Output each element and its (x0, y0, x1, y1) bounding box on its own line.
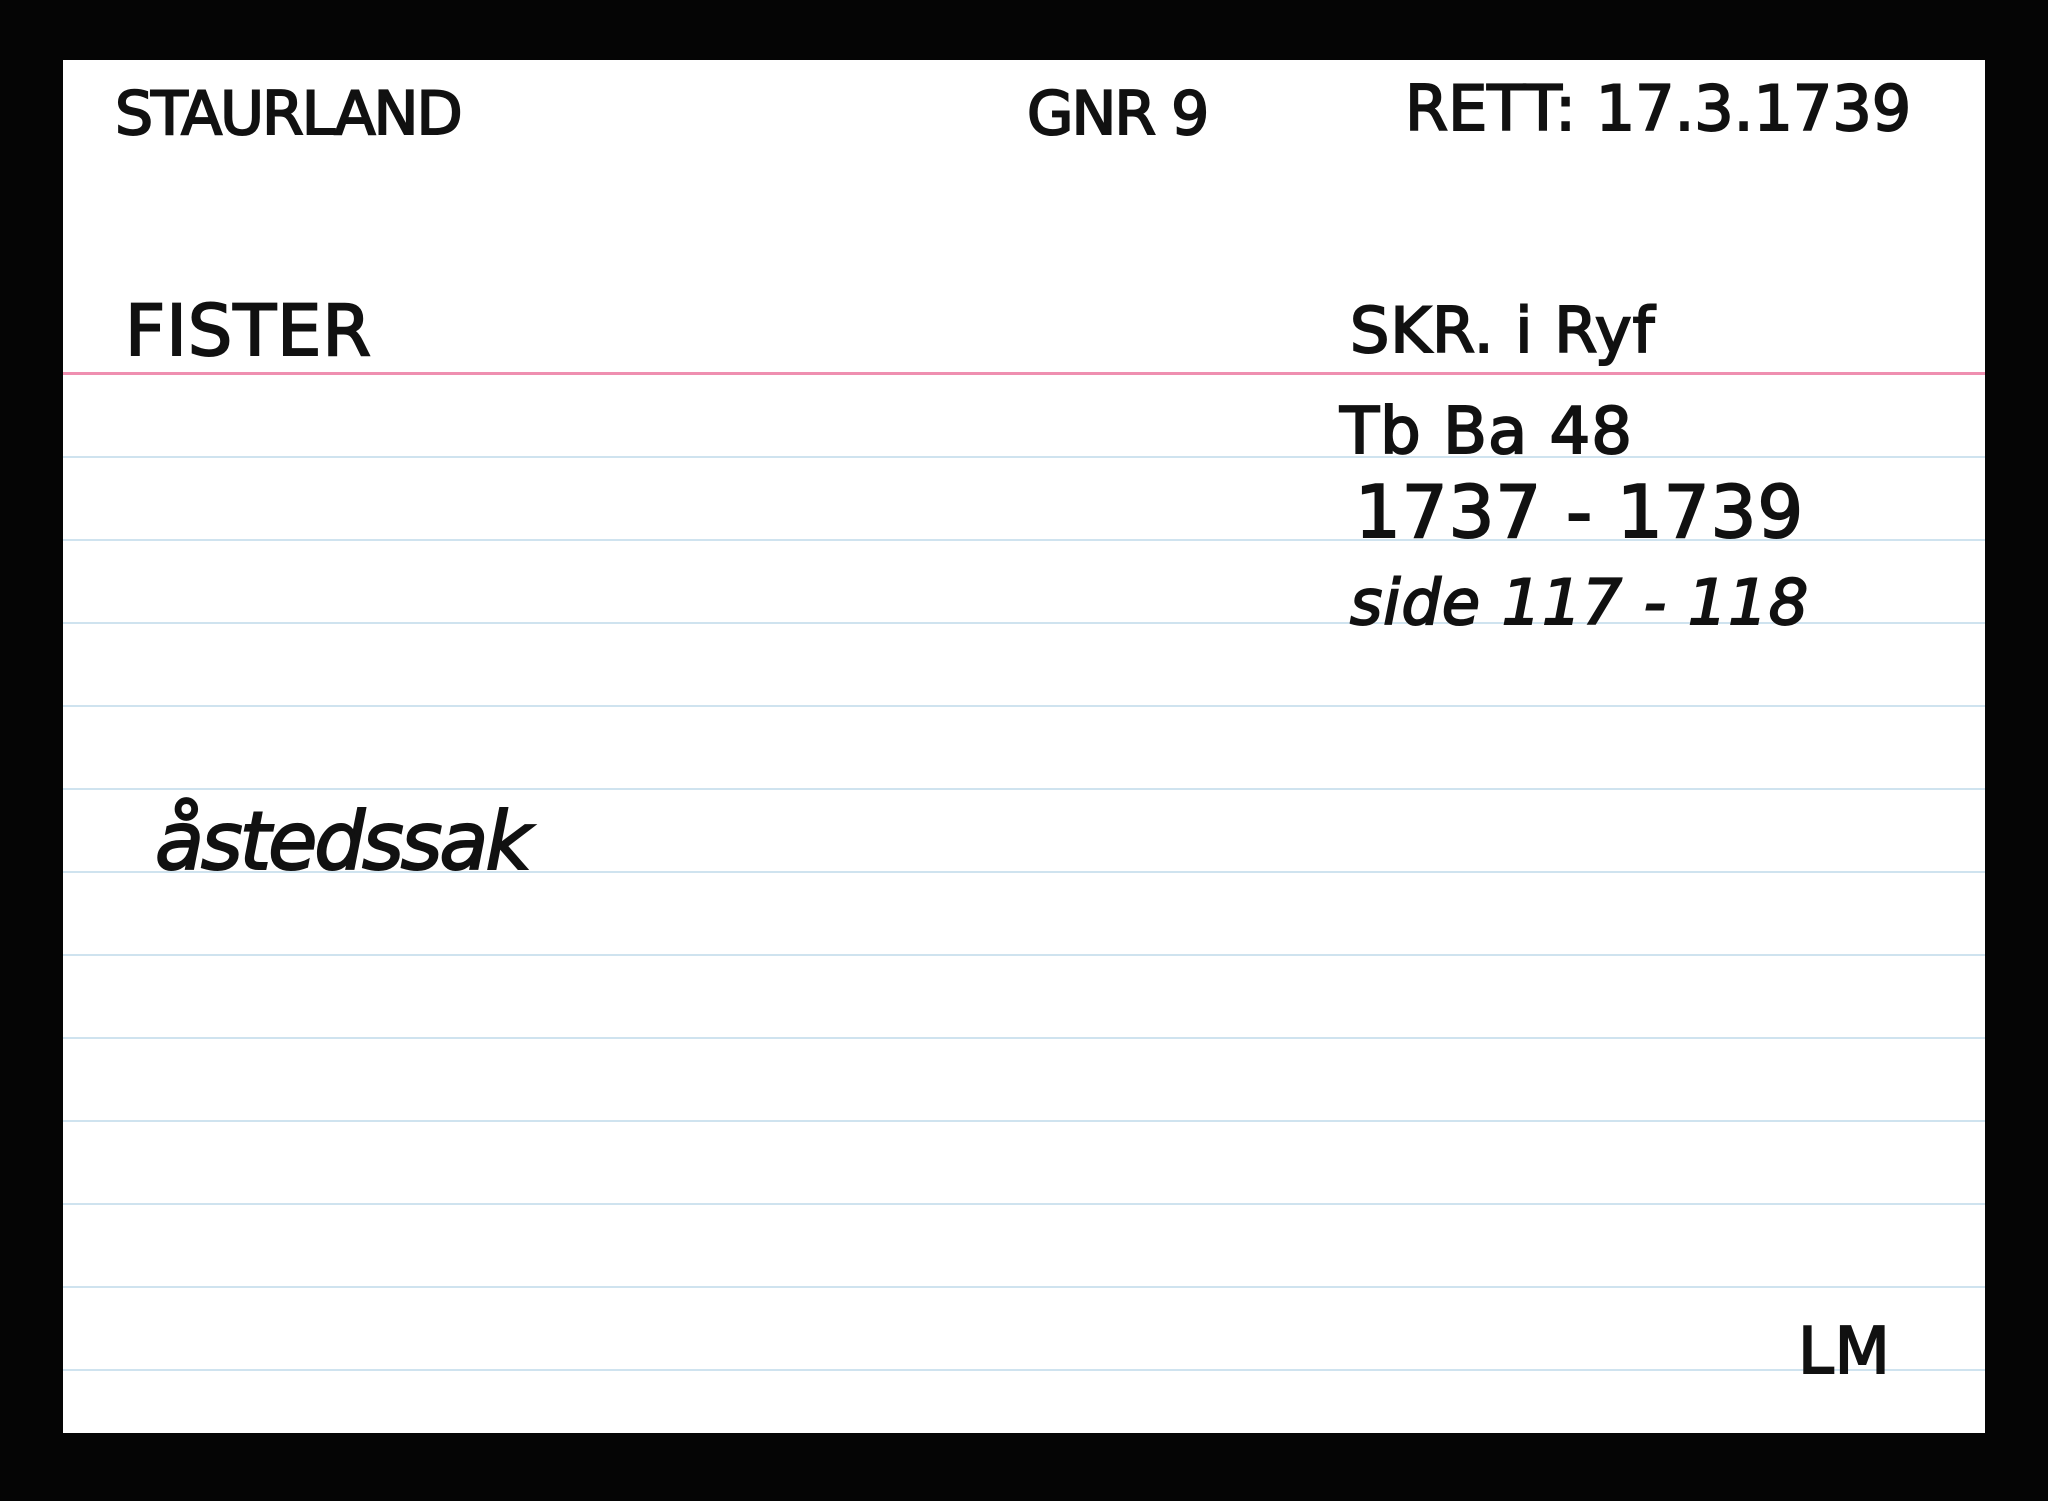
ruled-line (63, 1203, 1985, 1205)
farm-number: GNR 9 (1026, 79, 1210, 149)
ruled-line (63, 622, 1985, 624)
initials: LM (1797, 1315, 1891, 1389)
index-card: STAURLAND GNR 9 RETT: 17.3.1739 FISTER S… (63, 60, 1985, 1433)
person-name: FISTER (124, 290, 372, 372)
ruled-line (63, 954, 1985, 956)
ruled-line (63, 1369, 1985, 1371)
ruled-line (63, 539, 1985, 541)
ruled-line (63, 788, 1985, 790)
ruled-line (63, 1120, 1985, 1122)
source-line-1: SKR. i Ryf (1349, 294, 1656, 367)
ruled-line (63, 705, 1985, 707)
place-name: STAURLAND (114, 79, 464, 149)
ruled-line (63, 871, 1985, 873)
ruled-line (63, 1037, 1985, 1039)
source-line-2: Tb Ba 48 (1339, 395, 1633, 469)
header-rule-red (63, 372, 1985, 375)
source-line-3: 1737 - 1739 (1354, 470, 1805, 554)
court-date: RETT: 17.3.1739 (1404, 72, 1912, 145)
ruled-line (63, 456, 1985, 458)
ruled-line (63, 1286, 1985, 1288)
source-line-4: side 117 - 118 (1349, 566, 1810, 639)
case-type: åstedssak (154, 795, 533, 888)
